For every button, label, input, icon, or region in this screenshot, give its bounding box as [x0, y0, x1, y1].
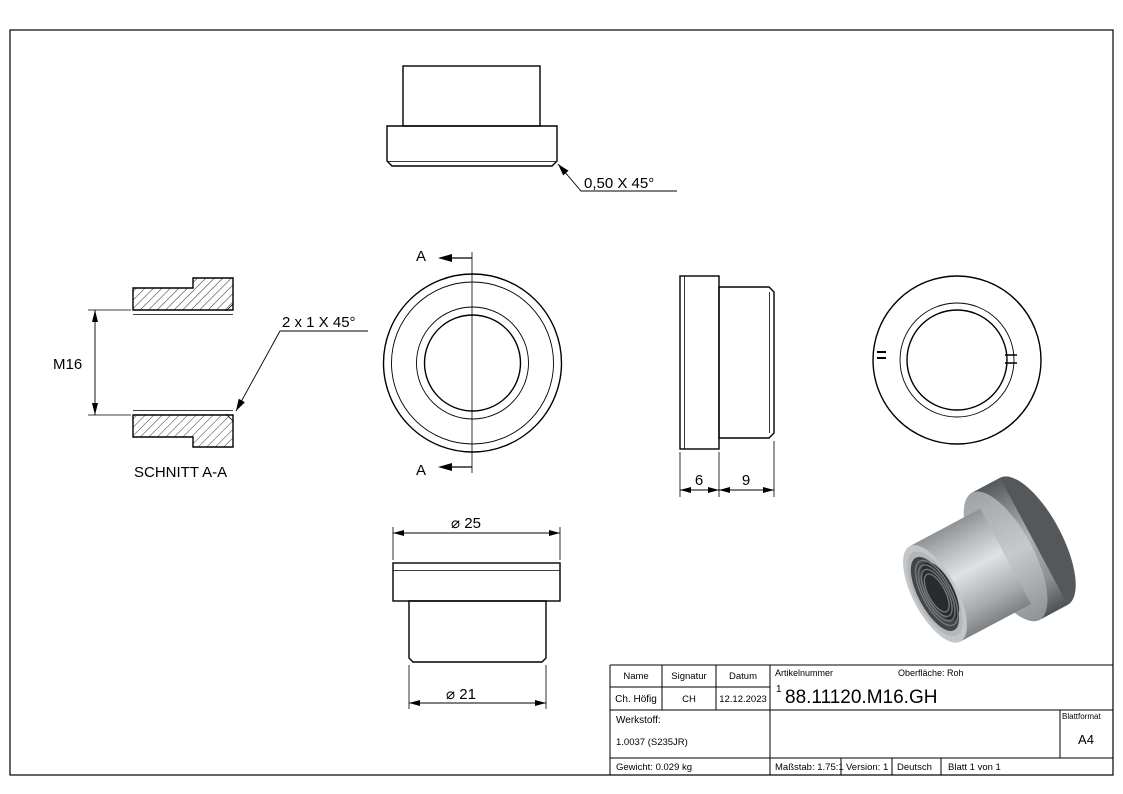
len9-arrow-left — [719, 487, 730, 493]
thread-dim-extension-lines — [88, 309, 131, 416]
view-top: 0,50 X 45° — [386, 65, 677, 192]
dia25-arrow-right — [549, 530, 560, 536]
gewicht-value: Gewicht: 0.029 kg — [616, 762, 692, 773]
rear-bore-circle — [906, 309, 1008, 411]
dia-flange-label: ⌀ 25 — [451, 515, 481, 532]
artikelnummer-label: Artikelnummer — [775, 668, 833, 678]
dia25-arrow-left — [393, 530, 404, 536]
werkstoff-label: Werkstoff: — [616, 715, 661, 726]
artikelnummer-prefix: 1 — [776, 684, 782, 695]
thread-dim-arrow-top — [92, 310, 98, 322]
bore-chamfer-note: 2 x 1 X 45° — [282, 314, 356, 331]
top-view-flange-outline — [386, 125, 558, 167]
value-signatur: CH — [682, 694, 696, 705]
section-arrow-bottom-head — [438, 463, 452, 471]
length-dim-extension-lines — [679, 441, 775, 497]
front-thread-major-circle — [416, 306, 529, 420]
render-body-side — [909, 508, 1031, 642]
front-bore-circle — [423, 314, 522, 412]
massstab-value: Maßstab: 1.75:1 — [775, 762, 844, 773]
title-block-grid-lines — [609, 664, 1113, 775]
view-section: M16 2 x 1 X 45° SCHNITT A-A — [53, 277, 368, 481]
front-flange-outer-circle — [382, 273, 563, 453]
oberflaeche-label: Oberfläche: Roh — [898, 668, 964, 678]
side-body-outline — [718, 286, 775, 439]
header-name: Name — [623, 671, 648, 682]
section-lower-wall — [132, 414, 234, 448]
view-front: A A — [382, 248, 563, 479]
chamfer-note: 0,50 X 45° — [584, 175, 654, 192]
bore-chamfer-arrow — [236, 398, 245, 411]
view-side: 6 9 — [679, 275, 775, 497]
top-view-body-outline — [402, 65, 541, 127]
view-bottom: ⌀ 25 ⌀ 21 — [392, 515, 561, 709]
blattformat-value: A4 — [1078, 732, 1094, 747]
thread-ridge-4 — [923, 573, 950, 613]
drawing-frame — [9, 29, 1114, 776]
len-body-label: 9 — [742, 472, 750, 489]
dia21-extension-lines — [408, 665, 547, 709]
section-arrow-segments — [450, 257, 472, 468]
blattformat-label: Blattformat — [1062, 712, 1101, 721]
rear-left-thread-mark — [877, 351, 886, 359]
section-arrow-top-head — [438, 254, 452, 262]
thread-ridge-3 — [920, 568, 953, 618]
section-view-title: SCHNITT A-A — [134, 464, 227, 481]
value-name: Ch. Höfig — [615, 694, 657, 705]
view-rear — [872, 275, 1042, 445]
section-arrow-bottom-label: A — [416, 462, 426, 479]
len6-arrow-left — [680, 487, 691, 493]
dia25-extension-lines — [392, 527, 561, 560]
rear-right-thread-mark — [1005, 354, 1017, 364]
value-datum: 12.12.2023 — [719, 694, 767, 705]
section-upper-wall — [132, 277, 234, 311]
header-datum: Datum — [729, 671, 757, 682]
chamfer-leader-arrow — [558, 164, 569, 176]
bottom-flange-outline — [392, 562, 561, 602]
blatt-value: Blatt 1 von 1 — [948, 762, 1001, 773]
len9-arrow-right — [763, 487, 774, 493]
front-flange-chamfer-circle — [391, 281, 554, 445]
dia21-arrow-left — [409, 700, 420, 706]
section-bore-chamfer-edges — [225, 303, 234, 422]
rear-outer-circle — [872, 275, 1042, 445]
rear-thread-major-circle — [899, 302, 1015, 418]
thread-ridge-2 — [917, 564, 956, 622]
dia21-arrow-right — [535, 700, 546, 706]
section-thread-lines — [133, 314, 233, 411]
thread-dim-label: M16 — [53, 356, 82, 373]
thread-dim-arrow-bottom — [92, 403, 98, 415]
bore-chamfer-leader — [235, 330, 368, 412]
len-flange-label: 6 — [695, 472, 703, 489]
side-flange-outline — [679, 275, 720, 450]
header-signatur: Signatur — [671, 671, 706, 682]
thread-ridge-1 — [914, 559, 959, 627]
render-3d — [903, 476, 1076, 643]
version-value: Version: 1 — [846, 762, 888, 773]
dia-body-label: ⌀ 21 — [446, 686, 476, 703]
werkstoff-value: 1.0037 (S235JR) — [616, 737, 688, 748]
title-block: Name Signatur Datum Ch. Höfig CH 12.12.2… — [609, 664, 1113, 775]
render-thread-ridges — [914, 559, 959, 627]
len6-arrow-right — [708, 487, 719, 493]
artikelnummer-value: 88.11120.M16.GH — [785, 687, 937, 708]
bottom-body-outline — [408, 600, 547, 663]
sprache-value: Deutsch — [897, 762, 932, 773]
section-arrow-top-label: A — [416, 248, 426, 265]
